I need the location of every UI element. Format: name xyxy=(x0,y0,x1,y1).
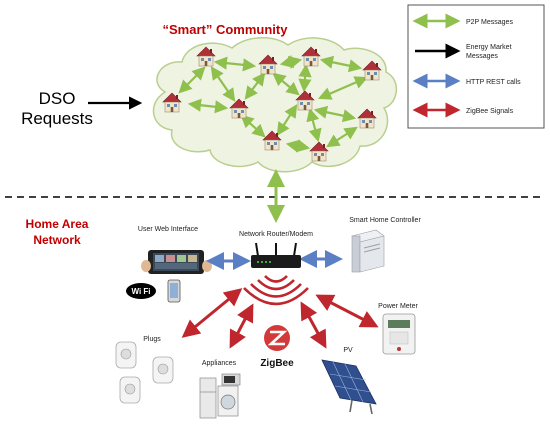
p2p-arrow xyxy=(178,66,206,94)
pv-panel-icon xyxy=(321,359,377,415)
han-title-line2: Network xyxy=(33,233,81,247)
dso-label-line1: DSO xyxy=(39,89,76,108)
p2p-arrow xyxy=(272,72,300,96)
wifi-logo-text: Wi Fi xyxy=(131,287,150,296)
p2p-arrow xyxy=(279,55,303,69)
wifi-logo: Wi Fi xyxy=(126,283,156,299)
cloud-shape xyxy=(152,37,397,173)
p2p-arrow xyxy=(285,139,311,153)
legend: P2P Messages Energy Market Messages HTTP… xyxy=(407,4,545,129)
plugs-label: Plugs xyxy=(143,336,161,343)
appliances-icon xyxy=(199,373,241,419)
server-icon xyxy=(351,229,385,273)
router-icon xyxy=(251,242,301,268)
zigbee-logo-text: ZigBee xyxy=(260,358,294,369)
pv-label: PV xyxy=(343,347,353,354)
community-cloud xyxy=(152,37,397,173)
p2p-arrow xyxy=(240,114,266,138)
tablet-icon xyxy=(141,250,212,274)
p2p-arrow xyxy=(313,105,357,123)
zigbee-logo: ZigBee xyxy=(260,325,294,369)
p2p-arrow xyxy=(306,107,322,143)
community-title: “Smart” Community xyxy=(163,22,289,37)
power-meter-label: Power Meter xyxy=(378,303,418,310)
p2p-arrow xyxy=(317,76,369,100)
zigbee-arrow-plugs xyxy=(181,288,243,338)
p2p-arrow xyxy=(319,55,363,73)
p2p-arrow xyxy=(213,56,257,72)
zigbee-arrow-appliances xyxy=(229,303,254,349)
legend-http-label: HTTP REST calls xyxy=(466,79,521,86)
p2p-arrow xyxy=(298,63,312,93)
controller-label: Smart Home Controller xyxy=(349,217,421,224)
zigbee-wave-icon xyxy=(243,275,309,306)
p2p-links xyxy=(178,55,369,153)
p2p-arrow xyxy=(276,104,298,136)
zigbee-arrow-pv xyxy=(300,301,327,349)
p2p-arrow xyxy=(187,98,229,114)
p2p-arrow xyxy=(210,66,236,102)
user-web-interface-label: User Web Interface xyxy=(138,226,198,233)
zigbee-links xyxy=(181,288,379,349)
p2p-arrow xyxy=(244,72,266,100)
legend-market-label-line1: Energy Market xyxy=(466,44,512,51)
legend-p2p-label: P2P Messages xyxy=(466,19,513,26)
zigbee-arrow-power-meter xyxy=(315,294,379,328)
plugs-icon xyxy=(115,341,174,404)
smartphone-icon xyxy=(167,279,181,303)
power-meter-icon xyxy=(382,313,416,355)
p2p-arrow xyxy=(326,126,358,148)
appliances-label: Appliances xyxy=(202,360,237,367)
dso-label-line2: Requests xyxy=(21,109,93,128)
legend-zigbee-label: ZigBee Signals xyxy=(466,108,514,115)
router-label: Network Router/Modem xyxy=(239,231,313,238)
han-title-line1: Home Area xyxy=(26,217,89,231)
legend-market-label-line2: Messages xyxy=(466,53,498,60)
